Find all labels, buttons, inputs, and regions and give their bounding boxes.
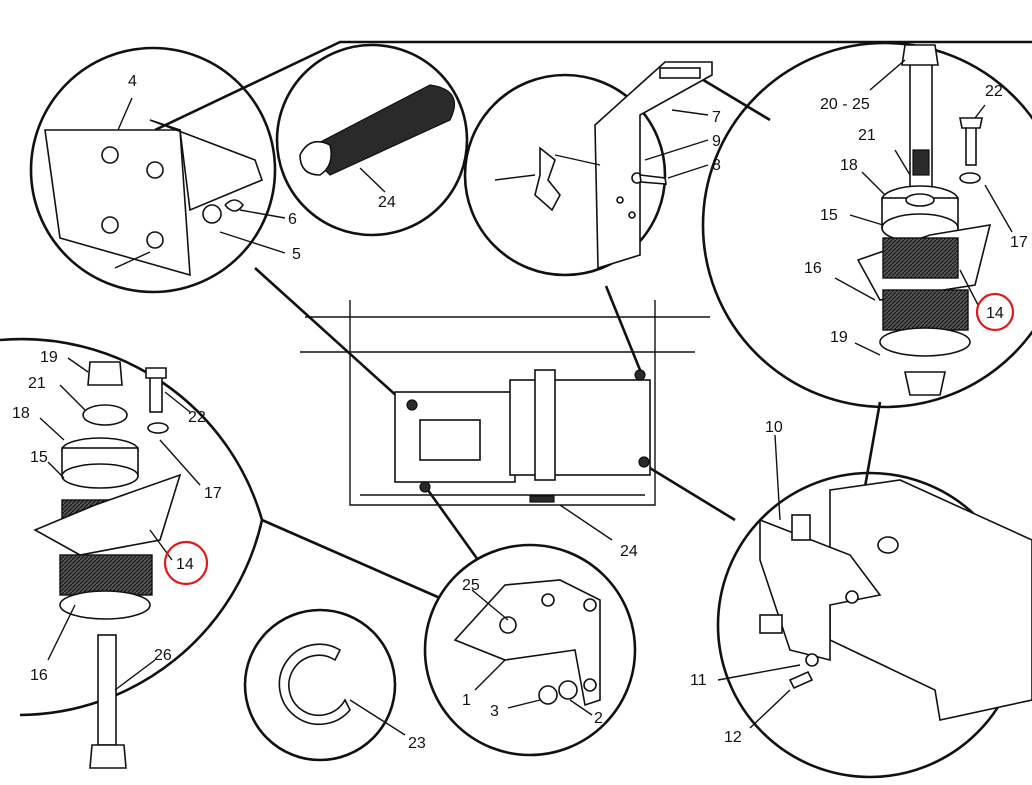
label-19-lower: 19 [40,349,58,366]
label-17-upper: 17 [1010,234,1028,251]
label-18-upper: 18 [840,157,858,174]
label-17-lower: 17 [204,485,222,502]
label-20-25: 20 - 25 [820,96,870,113]
label-3: 3 [490,703,499,720]
detail-circle-clip [243,608,406,762]
label-12: 12 [724,729,742,746]
detail-circle-mount-upper [701,41,1032,409]
label-14-lower: 14 [176,556,194,573]
label-10: 10 [765,419,783,436]
label-15-lower: 15 [30,449,48,466]
label-25: 25 [462,577,480,594]
label-22-upper: 22 [985,83,1003,100]
label-15-upper: 15 [820,207,838,224]
label-18-lower: 18 [12,405,30,422]
callout-14-lower [163,540,209,586]
label-14-upper: 14 [986,305,1004,322]
label-7: 7 [712,109,721,126]
label-9: 9 [712,133,721,150]
detail-circle-hose [275,43,469,237]
detail-circle-bracket-lower [423,543,637,757]
label-5: 5 [292,246,301,263]
label-4: 4 [128,73,137,90]
center-assembly [300,300,710,541]
detail-circle-plate [463,61,713,277]
label-16-upper: 16 [804,260,822,277]
label-22-lower: 22 [188,409,206,426]
label-23: 23 [408,735,426,752]
label-21-lower: 21 [28,375,46,392]
detail-circle-mount-lower [0,337,264,769]
label-16-lower: 16 [30,667,48,684]
part-labels: 4 6 5 24 7 9 8 20 - 25 22 21 18 15 17 16… [12,73,1028,752]
label-24-top: 24 [378,194,396,211]
label-1: 1 [462,692,471,709]
label-8: 8 [712,157,721,174]
label-11: 11 [690,672,707,689]
detail-circle-bracket-right [716,434,1032,779]
callout-14-upper [975,292,1015,332]
label-21-upper: 21 [858,127,876,144]
label-2: 2 [594,710,603,727]
label-6: 6 [288,211,297,228]
label-19-upper: 19 [830,329,848,346]
detail-circle-bracket [29,46,286,294]
label-24-center: 24 [620,543,638,560]
label-26: 26 [154,647,172,664]
